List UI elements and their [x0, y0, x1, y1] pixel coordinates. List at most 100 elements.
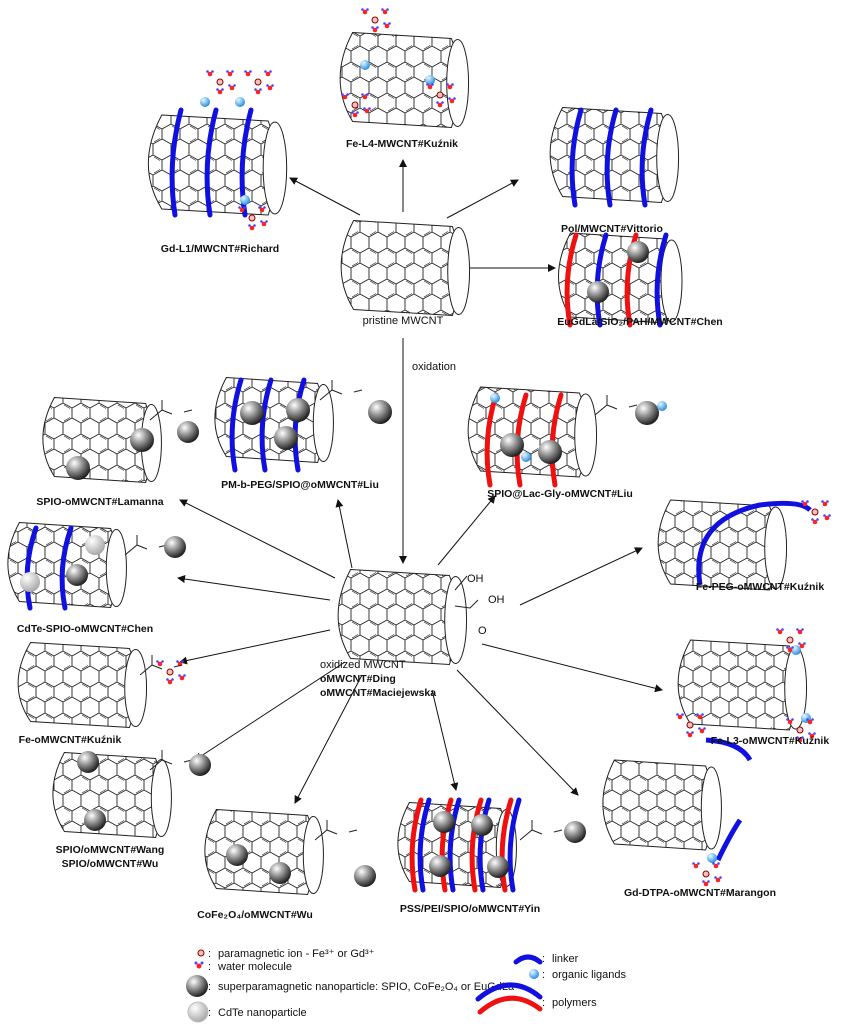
organic-ligand: [360, 60, 370, 70]
arrow-to-wang: [194, 661, 346, 761]
legend-ligands: organic ligands: [552, 969, 626, 981]
wang-label: SPIO/oMWCNT#Wang: [56, 844, 165, 856]
oxidation-label: oxidation: [412, 361, 456, 373]
nanoparticle: [587, 281, 609, 303]
nanoparticle: [368, 400, 392, 424]
cdte-nanoparticle: [20, 572, 40, 592]
nanoparticle: [354, 865, 376, 887]
nanoparticle: [487, 856, 509, 878]
ester-linker: [124, 535, 168, 556]
nanoparticle: [286, 398, 310, 422]
gd-l1-label: Gd-L1/MWCNT#Richard: [161, 243, 279, 255]
organic-ligand: [521, 452, 531, 462]
cdte-nanoparticle: [85, 535, 105, 555]
lamanna-mwcnt: [42, 396, 199, 484]
nanoparticle: [189, 754, 211, 776]
ester-linker: [139, 655, 183, 676]
superparamagnetic-nanoparticle-icon: [186, 975, 208, 997]
cdte-mwcnt: [7, 521, 186, 611]
polymer-band: [549, 392, 564, 488]
pmbpeg-label: PM-b-PEG/SPIO@oMWCNT#Liu: [221, 479, 379, 491]
arrow-to-gddtpa: [456, 669, 579, 796]
paramagnetic-ion-complex: [692, 862, 722, 887]
ester-linker: [149, 400, 193, 421]
nanoparticle: [84, 809, 106, 831]
fepeg-label: Fe-PEG-oMWCNT#Kuźnik: [696, 581, 824, 593]
ester-linker: [319, 380, 363, 401]
paramagnetic-ion-complex: [426, 83, 456, 108]
arrow-to-cofe: [294, 674, 363, 804]
feo-label: Fe-oMWCNT#Kuźnik: [19, 734, 122, 746]
polymer-band: [604, 107, 619, 208]
wang-label-2: SPIO/oMWCNT#Wu: [62, 858, 159, 870]
arrow-to-pol: [446, 179, 519, 219]
nanoparticle: [500, 433, 524, 457]
cooh-o: O: [478, 625, 487, 637]
fel3-label: Fe-L3-oMWCNT#Kuźnik: [711, 735, 830, 747]
pss-mwcnt: [397, 797, 586, 893]
polymer-red-icon: [477, 995, 543, 1015]
polymer-band: [447, 797, 462, 893]
paramagnetic-ion-complex: [206, 70, 236, 95]
svg-text::: :: [208, 961, 211, 973]
gddtpa-label: Gd-DTPA-oMWCNT#Marangon: [624, 887, 776, 899]
paramagnetic-ion-complex: [801, 500, 831, 525]
feo-mwcnt: [17, 641, 186, 729]
arrows-layer: [177, 159, 663, 804]
pristine-mwcnt-label: pristine MWCNT: [363, 315, 444, 327]
polymer-band: [229, 377, 244, 473]
polymer-band: [654, 232, 669, 328]
arrow-to-feo: [179, 629, 331, 665]
polymer-band: [59, 525, 74, 611]
arrow-to-fel3: [481, 643, 663, 693]
cdte-nanoparticle-icon: [187, 1001, 209, 1023]
nanoparticle: [471, 814, 493, 836]
paramagnetic-ion-complex: [156, 660, 186, 685]
svg-text::: :: [542, 953, 545, 965]
polymer-band: [24, 525, 39, 611]
nanoparticle: [433, 811, 455, 833]
organic-ligand: [235, 97, 245, 107]
gd-l1-mwcnt: [147, 70, 288, 231]
paramagnetic-ion-complex: [776, 628, 806, 653]
organic-ligand-icon: [529, 969, 539, 979]
eugdla-mwcnt: [558, 232, 683, 328]
water-molecule-icon: [194, 961, 204, 969]
svg-text::: :: [208, 948, 211, 960]
arrow-to-gd-l1: [289, 177, 361, 216]
cooh-oh-2: OH: [488, 594, 505, 606]
legend-water: water molecule: [217, 961, 292, 973]
organic-ligand: [425, 75, 435, 85]
nanoparticle: [240, 401, 264, 425]
legend: : paramagnetic ion - Fe³⁺ or Gd³⁺ : wate…: [186, 948, 626, 1023]
legend-spio: superparamagnetic nanoparticle: SPIO, Co…: [218, 981, 515, 993]
nanoparticle: [429, 855, 451, 877]
organic-ligand: [200, 97, 210, 107]
arrow-to-fepeg: [519, 547, 643, 606]
legend-linker: linker: [552, 953, 579, 965]
arrow-to-pss: [431, 689, 459, 791]
ester-linker: [314, 820, 358, 841]
polymer-band: [569, 107, 584, 208]
pristine-mwcnt: [340, 219, 471, 317]
organic-ligand: [707, 853, 717, 863]
nanoparticle: [66, 456, 90, 480]
polymer-band: [477, 797, 492, 893]
svg-text::: :: [542, 997, 545, 1009]
svg-text::: :: [208, 1007, 211, 1019]
paramagnetic-ion-complex: [676, 713, 706, 738]
gddtpa-mwcnt: [602, 713, 753, 887]
arrow-to-lamanna: [179, 499, 336, 579]
oxidized-mwcnt-label: oxidized MWCNT: [320, 659, 406, 671]
polymer-band: [409, 797, 424, 893]
cooh-oh-1: OH: [467, 573, 484, 585]
nanoparticle: [177, 421, 199, 443]
fel3-mwcnt: [677, 628, 816, 743]
polymer-band: [469, 797, 484, 893]
product-labels: Gd-L1/MWCNT#RichardFe-L4-MWCNT#KuźnikPol…: [17, 138, 830, 921]
pol-label: Pol/MWCNT#Vittorio: [561, 223, 663, 235]
nanoparticle: [269, 862, 291, 884]
nanoparticle: [130, 428, 154, 452]
